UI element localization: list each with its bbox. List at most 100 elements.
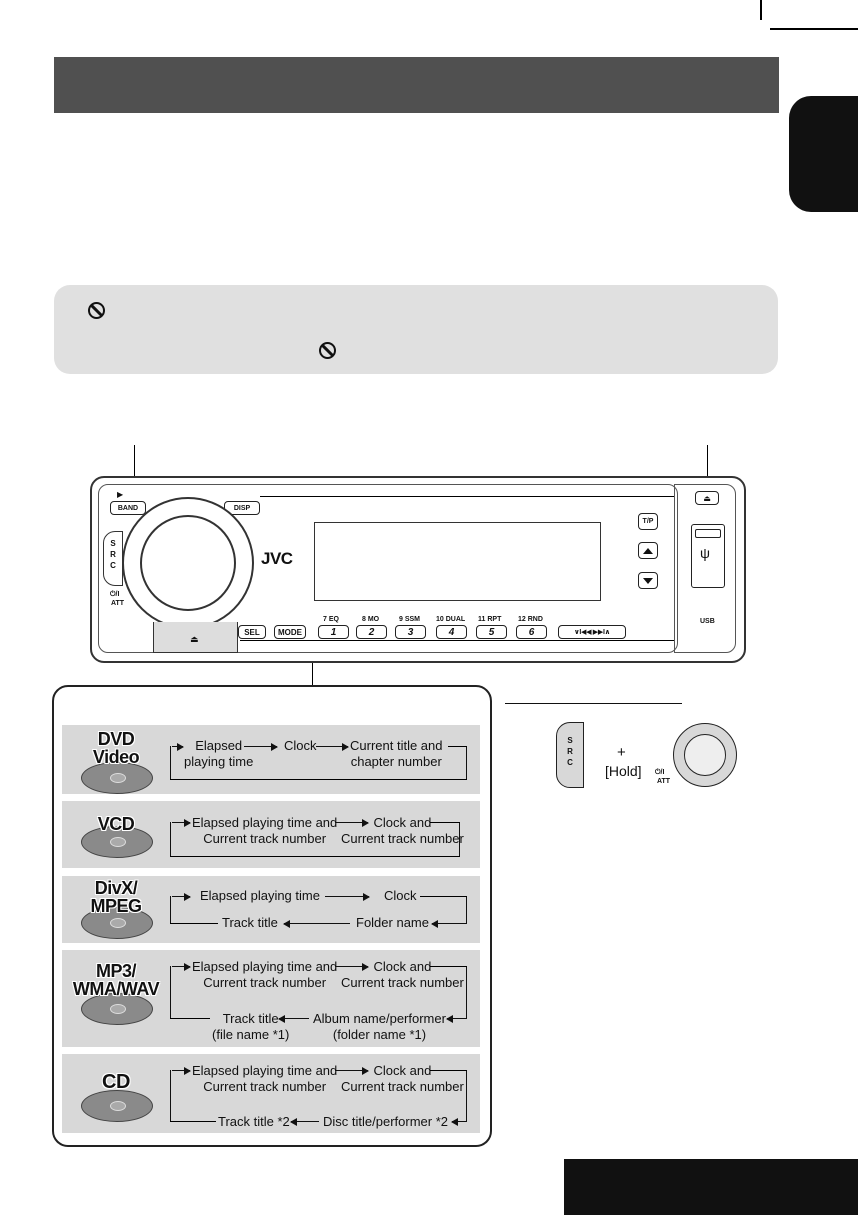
preset-2-label: 8 MO: [362, 616, 380, 623]
att-label: ATT: [111, 600, 125, 607]
page-footer-block: [564, 1159, 858, 1215]
band-button[interactable]: BAND: [110, 501, 146, 515]
dvd-video-logo: DVD Video: [92, 729, 140, 767]
arrow: [278, 1013, 309, 1024]
divx-item-1: Elapsed playing time: [200, 888, 320, 903]
loop-line: [170, 856, 460, 858]
divx-item-4: Folder name: [356, 915, 429, 930]
up-button[interactable]: [638, 542, 658, 559]
power-label: ⏻/I: [110, 591, 120, 598]
prohibit-icon: [319, 342, 336, 359]
preset-3-button[interactable]: 3: [395, 625, 426, 639]
preset-4-label: 10 DUAL: [436, 616, 466, 623]
divx-item-3: Track title: [222, 915, 278, 930]
vcd-item-2: Clock and Current track number: [341, 815, 464, 846]
loop-line: [466, 1070, 468, 1122]
hold-src-label: S R C: [567, 736, 573, 767]
loop-line: [430, 1070, 467, 1072]
loop-line: [420, 896, 467, 898]
cd-logo: CD: [102, 1071, 130, 1093]
down-arrow-icon: [643, 577, 653, 584]
faceplate-control-panel: [98, 484, 678, 653]
hold-att-label: ATT: [657, 778, 671, 785]
hold-src-button: S R C: [556, 722, 584, 788]
preset-1-button[interactable]: 1: [318, 625, 349, 639]
arrow: [335, 1065, 369, 1076]
loop-line: [430, 822, 460, 824]
mp3-item-3: Track title (file name *1): [212, 1011, 290, 1042]
mode-button[interactable]: MODE: [274, 625, 306, 639]
loop-line: [170, 1121, 216, 1123]
vcd-logo: VCD: [97, 814, 135, 834]
src-button[interactable]: S R C: [103, 531, 123, 586]
loop-line: [170, 822, 172, 857]
arrow: [244, 741, 278, 752]
crop-mark: [770, 28, 858, 30]
loop-line: [170, 923, 218, 925]
arrow: [335, 961, 369, 972]
language-tab: [789, 96, 858, 212]
divx-item-2: Clock: [384, 888, 417, 903]
dvd-item-3: Current title and chapter number: [350, 738, 443, 769]
crop-mark: [760, 0, 762, 20]
eject-button[interactable]: ⏏: [695, 491, 719, 505]
tp-button[interactable]: T/P: [638, 513, 658, 530]
preset-4-button[interactable]: 4: [436, 625, 467, 639]
disc-icon: [81, 762, 153, 794]
faceplate-bottom-stripe: [240, 640, 674, 641]
band-arrow: ▶: [117, 490, 124, 499]
vcd-item-1: Elapsed playing time and Current track n…: [192, 815, 338, 846]
dvd-item-2: Clock: [284, 738, 317, 753]
loop-line: [170, 779, 467, 781]
cd-item-3: Track title *2: [218, 1114, 290, 1129]
loop-line: [466, 896, 468, 924]
disc-icon: [81, 993, 153, 1025]
down-button[interactable]: [638, 572, 658, 589]
preset-2-button[interactable]: 2: [356, 625, 387, 639]
arrow: [290, 1116, 319, 1127]
disc-icon: [81, 907, 153, 939]
loop-line: [170, 746, 172, 780]
prohibit-icon: [88, 302, 105, 319]
cd-item-2: Clock and Current track number: [341, 1063, 464, 1094]
arrow: [172, 1065, 191, 1076]
loop-line: [466, 746, 468, 780]
hold-plus: +: [617, 744, 626, 761]
eject-icon: ⏏: [703, 493, 711, 503]
hold-knob: [684, 734, 726, 776]
src-label: S R C: [110, 539, 116, 570]
hold-label: [Hold]: [605, 763, 642, 779]
volume-knob[interactable]: [140, 515, 236, 611]
preset-3-label: 9 SSM: [399, 616, 421, 623]
usb-port[interactable]: ψ: [691, 524, 725, 588]
dvd-item-1: Elapsed playing time: [184, 738, 254, 769]
arrow: [325, 891, 370, 902]
disc-icon: [81, 826, 153, 858]
usb-label: USB: [700, 618, 715, 625]
section-header-bar: [54, 57, 779, 113]
disc-icon: [81, 1090, 153, 1122]
faceplate-release-slot[interactable]: ⏏: [153, 622, 238, 653]
arrow: [172, 741, 184, 752]
skip-button[interactable]: ∨I◀◀ ▶▶I∧: [558, 625, 626, 639]
up-arrow-icon: [643, 547, 653, 554]
arrow: [316, 741, 349, 752]
preset-5-label: 11 RPT: [478, 616, 502, 623]
cd-item-4: Disc title/performer *2: [323, 1114, 448, 1129]
faceplate-top-stripe: [260, 496, 674, 497]
loop-line: [466, 966, 468, 1019]
arrow: [451, 1116, 467, 1127]
preset-6-button[interactable]: 6: [516, 625, 547, 639]
sel-button[interactable]: SEL: [238, 625, 266, 639]
mp3-item-4: Album name/performer (folder name *1): [313, 1011, 446, 1042]
loop-line: [430, 966, 467, 968]
preset-5-button[interactable]: 5: [476, 625, 507, 639]
arrow: [172, 961, 191, 972]
band-callout-line: [134, 445, 136, 501]
brand-logo: JVC: [261, 549, 293, 568]
hold-power-label: ⏻/I: [655, 769, 665, 776]
usb-port-slot: [695, 529, 721, 538]
cd-item-1: Elapsed playing time and Current track n…: [192, 1063, 338, 1094]
mp3-item-1: Elapsed playing time and Current track n…: [192, 959, 338, 990]
usb-section: [674, 484, 736, 653]
